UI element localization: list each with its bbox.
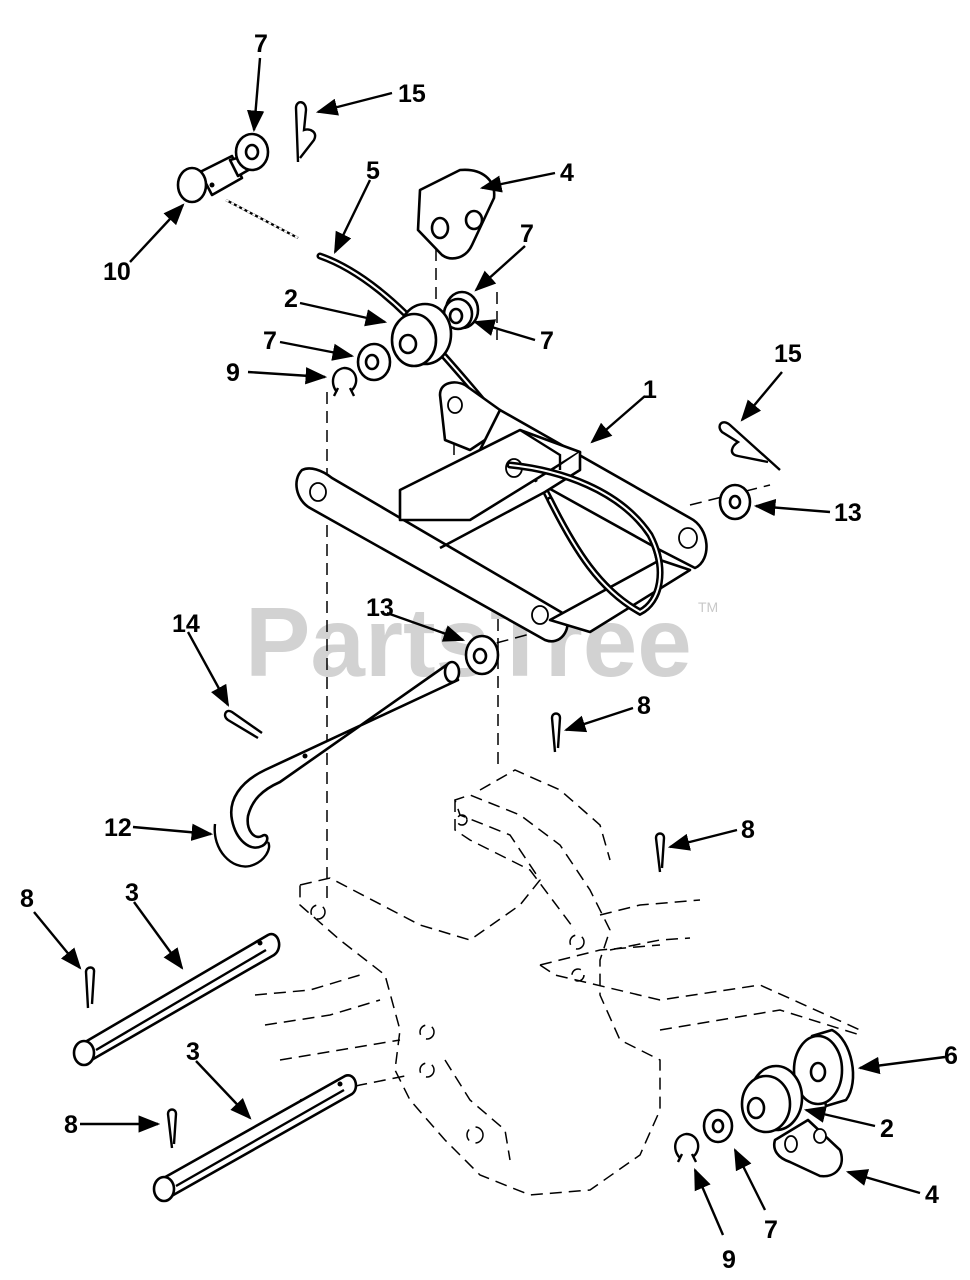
part-3-shaft-bottom: [152, 1074, 358, 1203]
callout-4-bottom: 4: [925, 1181, 939, 1209]
callout-5: 5: [366, 157, 380, 185]
mounting-bracket-ghost: [254, 769, 861, 1196]
part-8-cotter-left: [84, 966, 96, 1009]
callout-7-bottom: 7: [764, 1216, 778, 1244]
callout-7-top: 7: [254, 30, 268, 58]
callout-10: 10: [103, 258, 131, 286]
callout-9-bottom: 9: [722, 1246, 736, 1274]
part-12-hook-pin: [213, 660, 461, 868]
callout-15-top: 15: [398, 80, 426, 108]
callout-8-a: 8: [637, 692, 651, 720]
part-2-pulley-top: [390, 302, 453, 368]
part-10-clevis-pin: [176, 153, 299, 240]
part-8-cotter-b: [654, 832, 666, 873]
part-7-washer-mid: [356, 342, 392, 382]
watermark-trademark: TM: [698, 599, 718, 615]
part-13-washer-mid: [464, 634, 500, 676]
part-3-shaft-top: [72, 932, 281, 1067]
part-13-washer-right: [718, 483, 752, 521]
part-2-pulley-bottom: [740, 1064, 804, 1134]
callout-8-bottom: 8: [64, 1111, 78, 1139]
part-8-cotter-bottom: [166, 1108, 178, 1149]
callout-13-mid: 13: [366, 594, 394, 622]
part-7-washer-bottom: [702, 1108, 734, 1144]
callout-1: 1: [643, 376, 657, 404]
callout-12: 12: [104, 814, 132, 842]
part-4-bracket-top: [416, 168, 496, 260]
callout-3-bottom: 3: [186, 1038, 200, 1066]
part-9-snap-ring-top: [331, 366, 358, 397]
callout-4-top: 4: [560, 159, 574, 187]
callout-8-left: 8: [20, 885, 34, 913]
callout-15-right: 15: [774, 340, 802, 368]
part-4-bracket-bottom: [772, 1118, 843, 1178]
callout-2-top: 2: [284, 285, 298, 313]
part-14-cotter-pin: [223, 709, 263, 740]
part-7-washer-top: [234, 132, 270, 172]
callout-14: 14: [172, 610, 200, 638]
callout-6: 6: [944, 1042, 958, 1070]
callout-numbers: 7 15 5 4 10 7 2 7 7 9 15 1 13 13 14 8 12…: [20, 30, 958, 1274]
part-15-hair-pin-top: [294, 101, 317, 163]
part-6-roller: [792, 1028, 855, 1108]
callout-7-d: 7: [263, 327, 277, 355]
callout-7-b: 7: [520, 220, 534, 248]
part-9-snap-ring-bottom: [674, 1132, 700, 1163]
callout-2-bottom: 2: [880, 1115, 894, 1143]
callout-13-right: 13: [834, 499, 862, 527]
part-8-cotter-a: [550, 712, 562, 753]
callout-9-top: 9: [226, 359, 240, 387]
callout-8-b: 8: [741, 816, 755, 844]
callout-3-top: 3: [125, 879, 139, 907]
callout-7-c: 7: [540, 327, 554, 355]
part-15-hair-pin-right: [718, 421, 781, 471]
callout-leaders: [33, 57, 946, 1236]
